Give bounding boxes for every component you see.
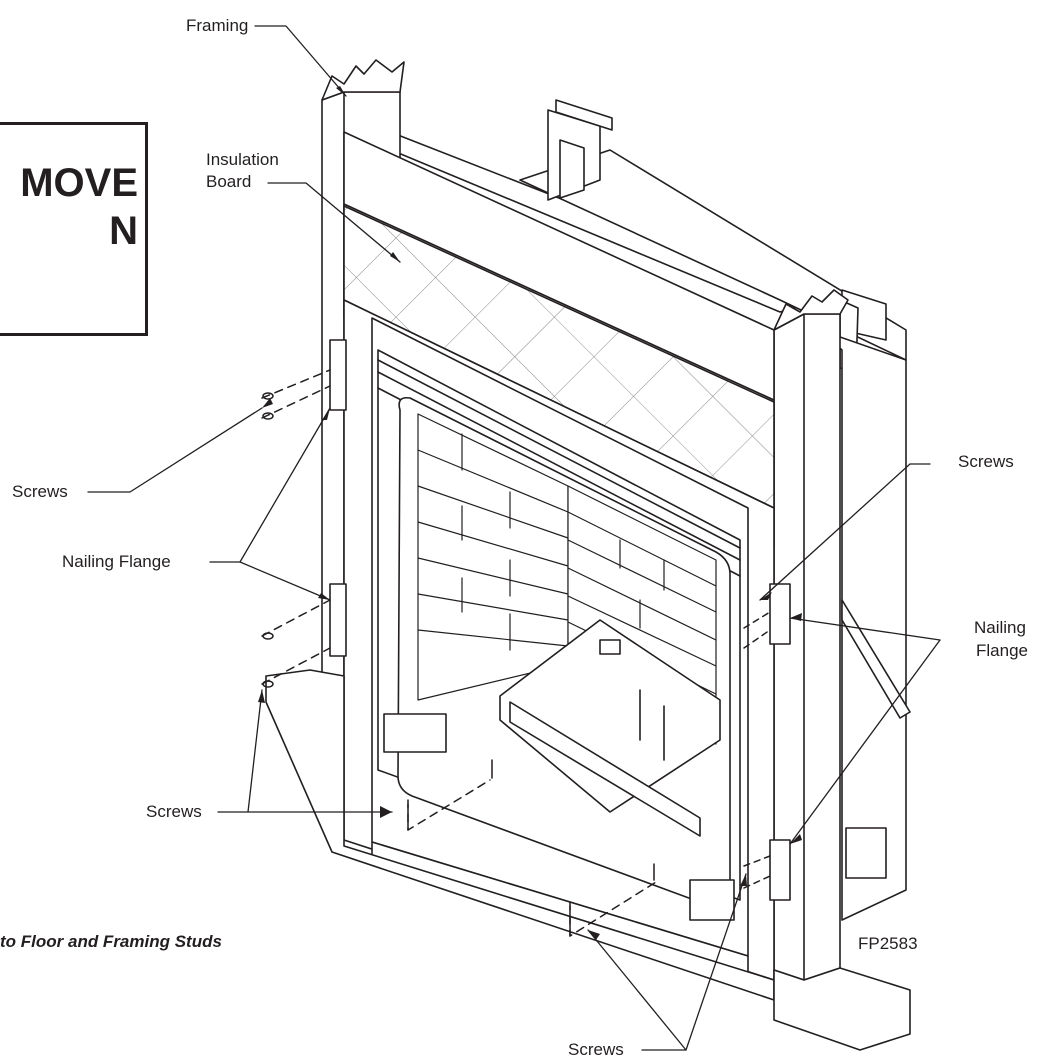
brick-wall xyxy=(417,413,717,745)
label-nailing-flange-left: Nailing Flange xyxy=(62,552,171,571)
nailing-flange-left-upper xyxy=(329,339,347,411)
label-nailing-flange-right-line2: Flange xyxy=(976,641,1028,660)
warning-line-2: N xyxy=(109,209,138,253)
label-screws-right-upper: Screws xyxy=(958,452,1014,471)
label-screws-bottom: Screws xyxy=(568,1040,624,1059)
label-nailing-flange-right-line1: Nailing xyxy=(974,618,1026,637)
figure-id: FP2583 xyxy=(858,934,918,953)
base-platform-right xyxy=(773,967,911,1051)
label-insulation-board-line1: Insulation xyxy=(206,150,279,169)
nailing-flange-right-upper xyxy=(769,583,791,645)
figure-caption: to Floor and Framing Studs xyxy=(0,932,222,951)
label-framing: Framing xyxy=(186,16,249,35)
warning-line-1: MOVE xyxy=(20,161,138,205)
warning-text: MOVE N xyxy=(0,159,138,255)
warning-box: MOVE N xyxy=(0,122,148,336)
arrow-heads xyxy=(258,86,802,940)
label-insulation-board-line2: Board xyxy=(206,172,252,191)
gas-pipe-bracket xyxy=(841,599,911,719)
label-screws-left-upper: Screws xyxy=(12,482,68,501)
control-panel-right xyxy=(689,879,735,921)
control-panel-left xyxy=(383,713,447,753)
top-standoff-left xyxy=(547,99,613,201)
access-panel-right xyxy=(845,827,887,879)
label-screws-left-lower: Screws xyxy=(146,802,202,821)
nailing-flange-right-lower xyxy=(769,839,791,901)
leader-lines xyxy=(87,25,941,1051)
burner-tray xyxy=(499,619,721,837)
nailing-flange-left-lower xyxy=(329,583,347,657)
screws xyxy=(261,369,771,937)
